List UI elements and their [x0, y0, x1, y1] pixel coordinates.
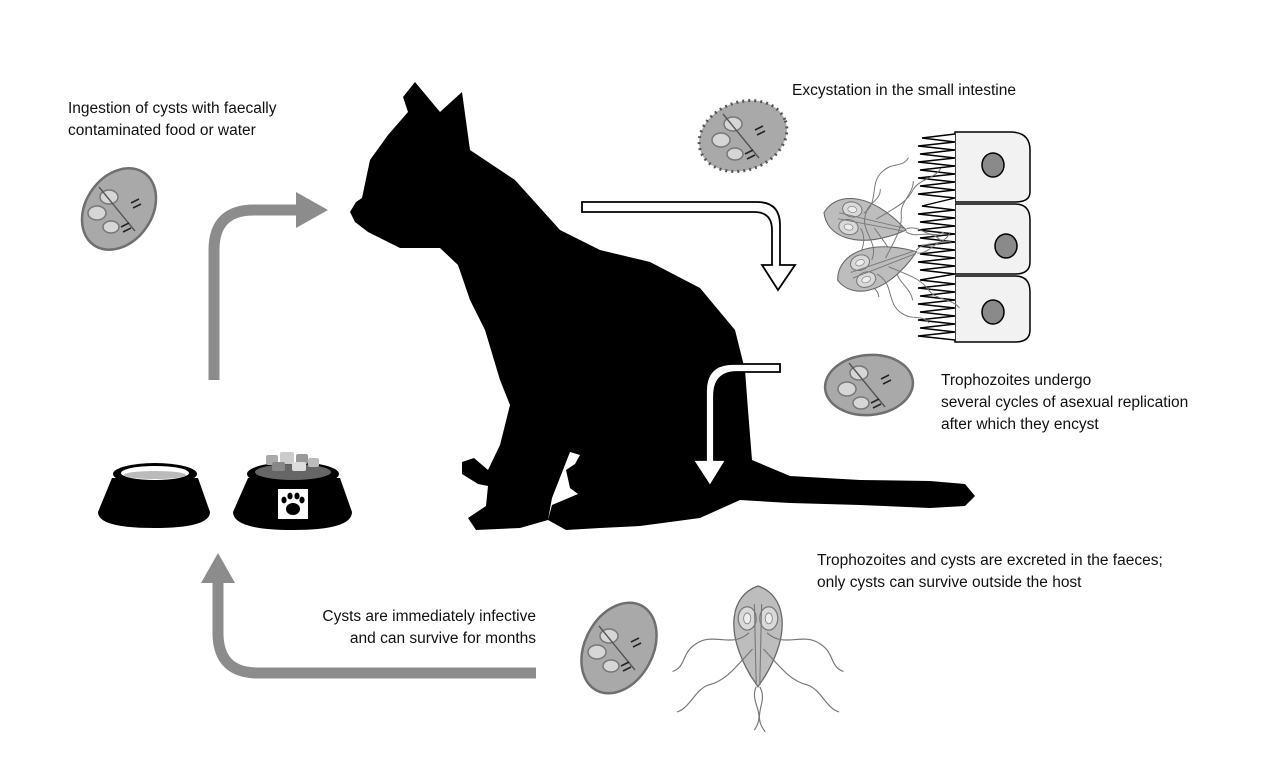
label-line: several cycles of asexual replication [941, 394, 1189, 411]
label-line: Trophozoites undergo [941, 372, 1092, 389]
encysting-cyst-icon [823, 353, 915, 417]
arrow-to-intestine [581, 201, 797, 292]
water-bowl-icon [98, 463, 210, 528]
cat-silhouette [350, 82, 975, 530]
label-trophozoites: Trophozoites undergo several cycles of a… [941, 370, 1188, 436]
label-line: Cysts are immediately infective [322, 608, 536, 625]
excysting-cyst-icon [697, 99, 789, 173]
label-excystation: Excystation in the small intestine [792, 80, 1016, 102]
label-line: contaminated food or water [68, 122, 256, 139]
label-ingestion: Ingestion of cysts with faecally contami… [68, 98, 277, 142]
excreted-cyst-icon [580, 601, 658, 695]
label-infective: Cysts are immediately infective and can … [286, 606, 536, 650]
label-line: Excystation in the small intestine [792, 82, 1016, 99]
label-line: after which they encyst [941, 416, 1099, 433]
label-line: Ingestion of cysts with faecally [68, 100, 277, 117]
food-bowl-icon [233, 452, 352, 530]
trophozoite-icon [671, 585, 845, 733]
cycle-arrow-up [208, 192, 328, 380]
label-line: only cysts can survive outside the host [817, 574, 1082, 591]
label-line: and can survive for months [349, 630, 536, 647]
label-excreted: Trophozoites and cysts are excreted in t… [817, 550, 1163, 594]
intestinal-epithelium [917, 131, 1031, 343]
cycle-arrow-return [201, 553, 536, 679]
arrow-to-excretion [691, 363, 781, 488]
label-line: Trophozoites and cysts are excreted in t… [817, 552, 1163, 569]
cyst-icon [80, 167, 158, 251]
